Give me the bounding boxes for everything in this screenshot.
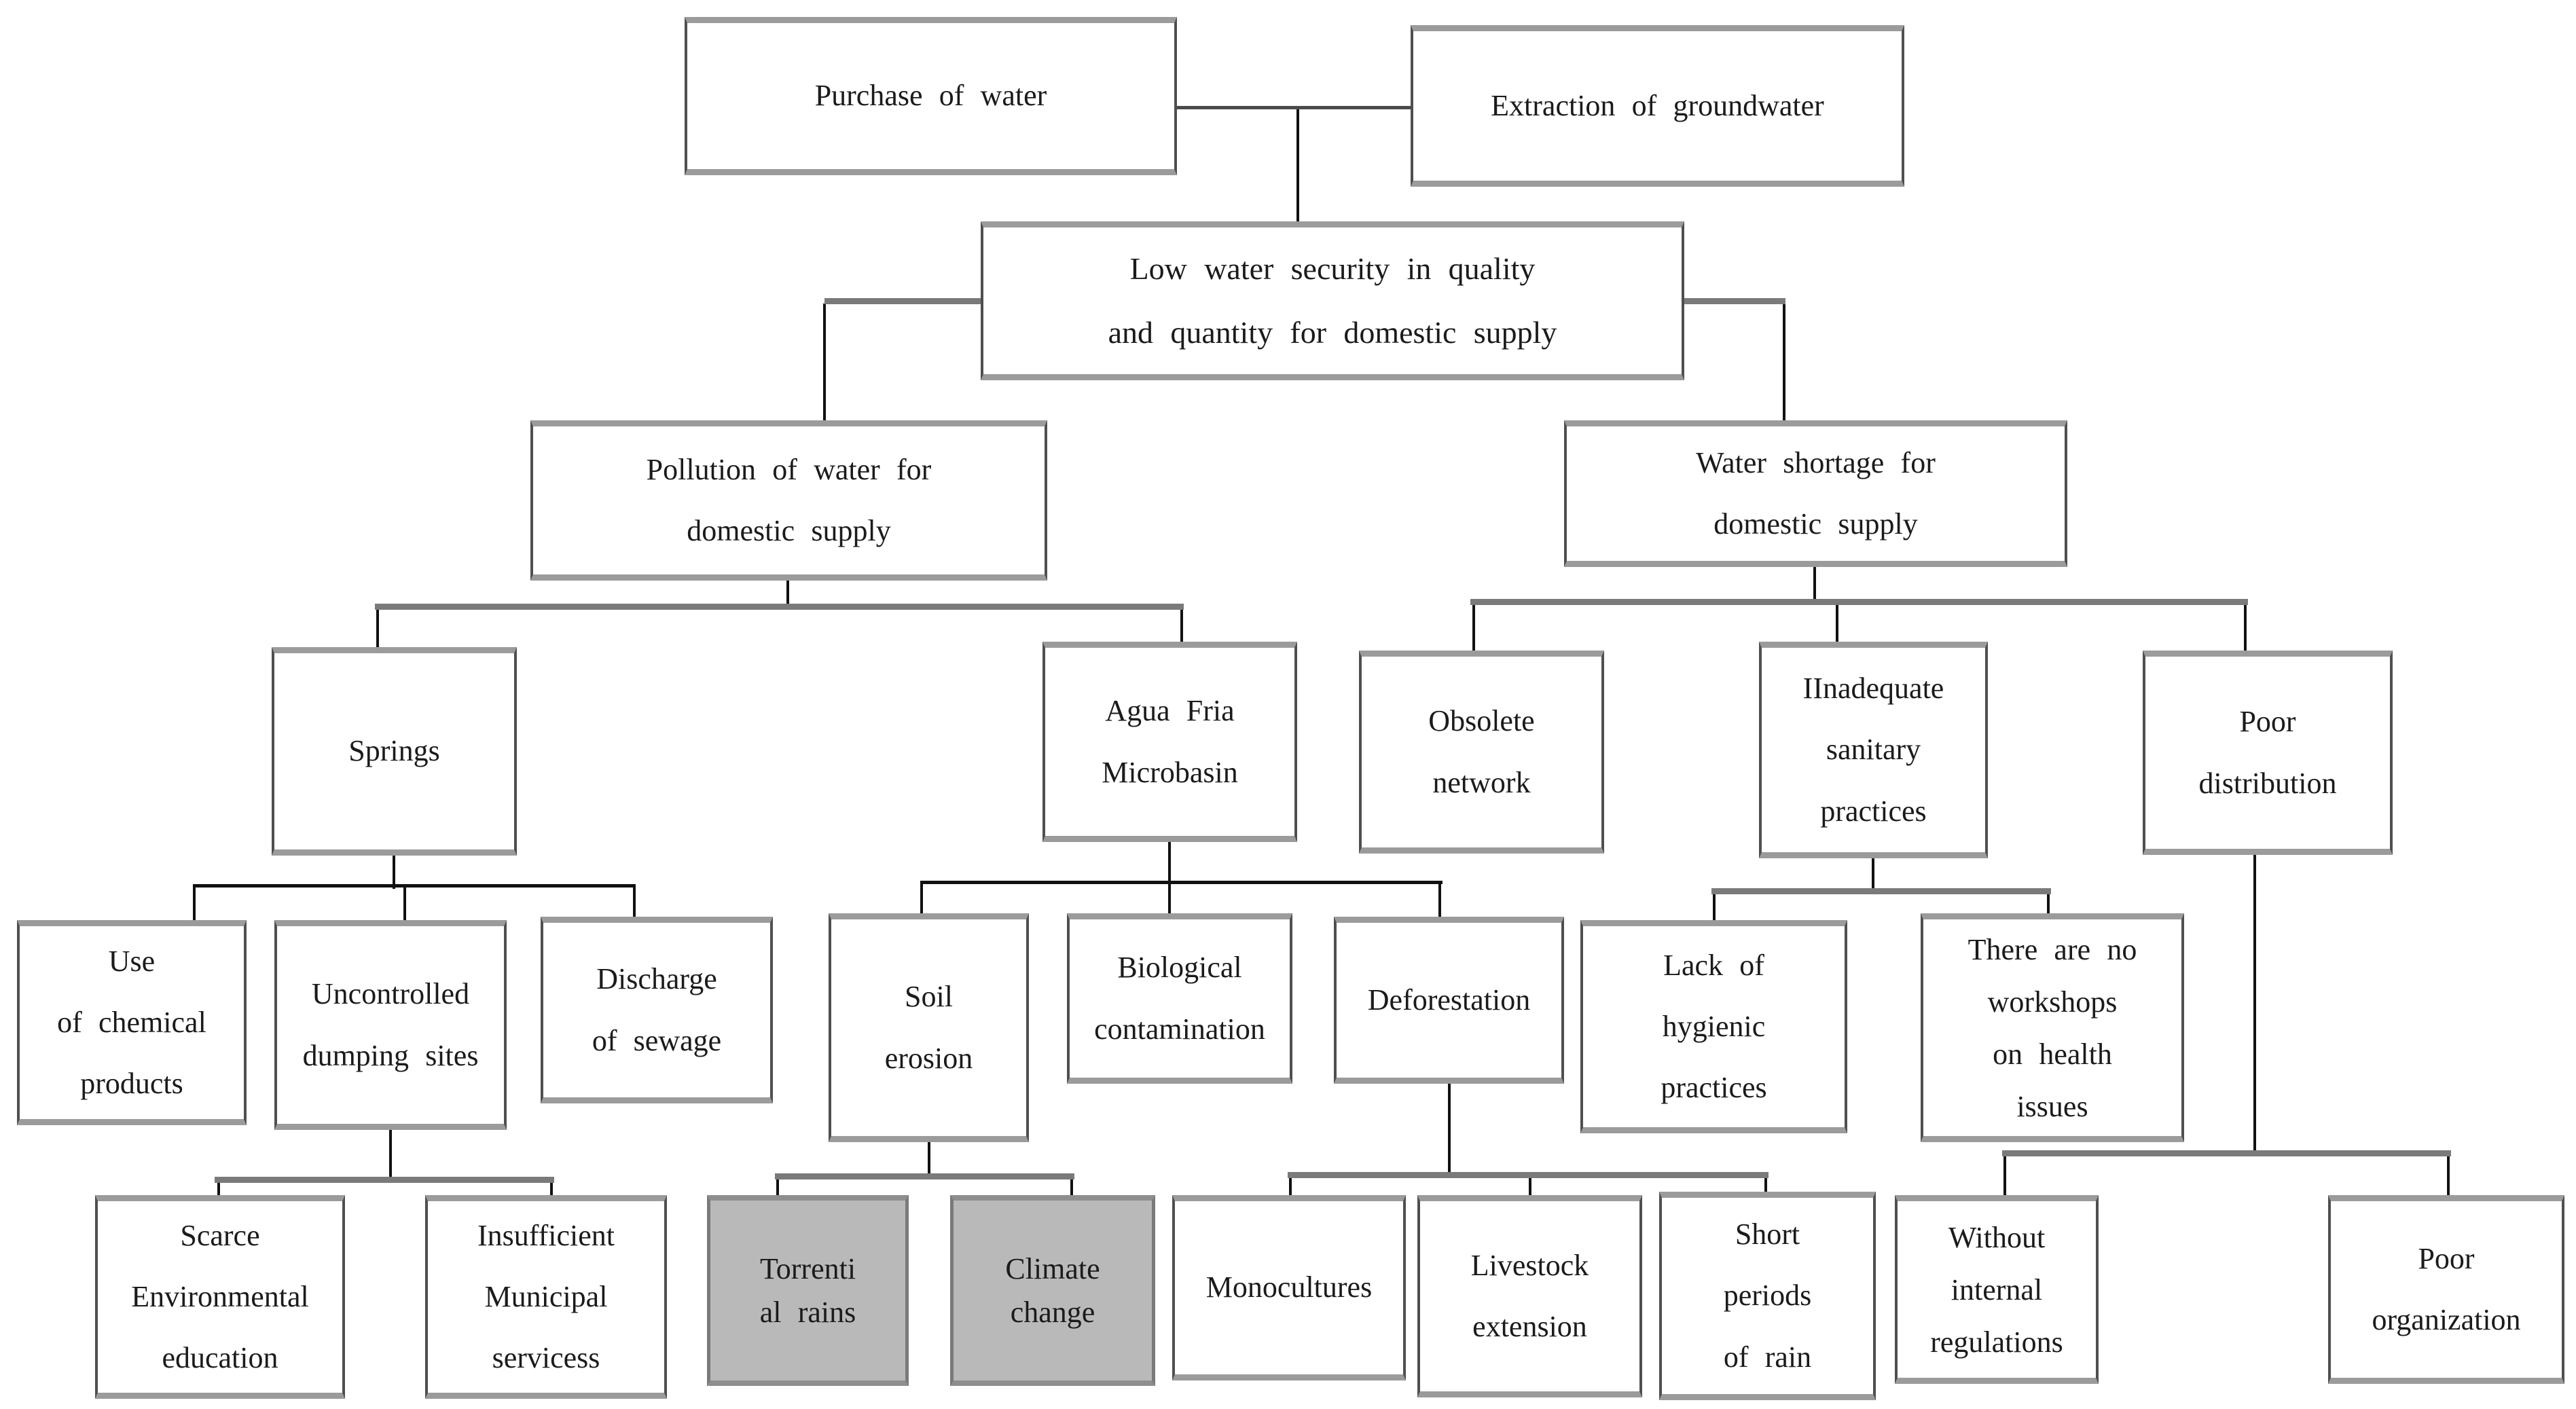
node-poor-organization: Poor organization [2328,1195,2564,1384]
connector-hbar [215,1177,554,1183]
connector-vline [1529,1175,1531,1195]
connector-vline [928,1142,930,1179]
node-biological-contamination: Biological contamination [1067,913,1292,1084]
node-inadequate-sanitary-practices: IInadequate sanitary practices [1759,642,1988,858]
node-label: Springs [348,734,440,768]
node-label: Agua Fria Microbasin [1102,694,1238,789]
connector-vline [633,886,636,917]
node-label: Poor organization [2372,1241,2521,1336]
node-pollution-of-water: Pollution of water for domestic supply [530,420,1047,581]
connector-vline [376,606,379,647]
connector-vline [1448,1084,1451,1177]
node-label: Climate change [1005,1251,1100,1329]
node-no-workshops-on-health-issues: There are no workshops on health issues [1921,913,2184,1142]
connector-vline [2447,1153,2450,1195]
connector-vline [1764,1175,1767,1192]
node-label: Pollution of water for domestic supply [646,452,932,547]
node-label: Scarce Environmental education [131,1218,309,1375]
connector-vline [2253,855,2256,1156]
node-label: There are no workshops on health issues [1967,932,2137,1123]
node-use-of-chemical-products: Use of chemical products [17,920,247,1125]
connector-vline [393,856,395,889]
connector-hbar [375,604,1184,610]
node-purchase-of-water: Purchase of water [685,17,1177,175]
connector-hbar [2002,1150,2451,1156]
connector-hbar [1470,599,2248,605]
connector-hbar [824,298,981,304]
node-label: Lack of hygienic practices [1661,948,1767,1105]
connector-vline [786,581,789,609]
node-lack-of-hygienic-practices: Lack of hygienic practices [1580,920,1847,1133]
node-deforestation: Deforestation [1334,917,1564,1084]
node-label: Insufficient Municipal servicess [477,1218,615,1375]
node-label: Soil erosion [884,980,973,1075]
node-label: Without internal regulations [1930,1220,2063,1359]
node-uncontrolled-dumping-sites: Uncontrolled dumping sites [274,920,507,1130]
node-label: Biological contamination [1094,951,1265,1046]
node-label: Obsolete network [1428,704,1535,799]
node-insufficient-municipal-services: Insufficient Municipal servicess [425,1195,667,1399]
connector-hbar [920,881,1443,884]
connector-hbar [775,1173,1074,1179]
node-label: Short periods of rain [1723,1218,1812,1374]
connector-vline [1713,891,1716,920]
node-label: Discharge of sewage [592,962,722,1057]
node-climate-change: Climate change [950,1195,1155,1386]
node-label: Low water security in quality and quanti… [1108,251,1557,350]
connector-hbar [1711,888,2051,894]
connector-hbar [1684,298,1785,304]
node-monocultures: Monocultures [1172,1195,1406,1380]
node-torrential-rains: Torrenti al rains [707,1195,909,1386]
connector-vline [1168,842,1171,913]
node-label: Use of chemical products [57,944,206,1101]
node-low-water-security: Low water security in quality and quanti… [981,221,1684,380]
connector-vline [2244,602,2247,651]
connector-vline [920,883,923,913]
connector-vline [1472,602,1475,651]
node-livestock-extension: Livestock extension [1417,1195,1642,1397]
connector-vline [2047,891,2050,913]
node-without-internal-regulations: Without internal regulations [1895,1195,2099,1384]
connector-hbar [193,884,636,888]
node-label: Water shortage for domestic supply [1696,445,1936,541]
node-label: Torrenti al rains [759,1251,856,1329]
node-label: Extraction of groundwater [1491,88,1824,122]
connector-vline [1438,883,1441,917]
node-discharge-of-sewage: Discharge of sewage [541,917,773,1103]
connector-vline [1289,1175,1292,1195]
connector-vline [1783,304,1785,420]
node-label: Deforestation [1367,983,1531,1017]
node-soil-erosion: Soil erosion [829,913,1029,1142]
connector-vline [193,886,196,920]
connector-vline [217,1179,220,1195]
node-label: IInadequate sanitary practices [1802,672,1944,828]
connector-hbar [1288,1172,1768,1178]
connector-vline [823,304,826,420]
connector-vline [389,1130,392,1182]
node-label: Monocultures [1205,1270,1373,1304]
connector-vline [550,1179,553,1195]
connector-vline [1070,1176,1073,1195]
connector-vline [1296,107,1299,221]
node-poor-distribution: Poor distribution [2143,651,2393,855]
node-springs: Springs [272,647,517,856]
node-agua-fria-microbasin: Agua Fria Microbasin [1042,642,1297,842]
node-label: Livestock extension [1470,1248,1589,1343]
connector-vline [776,1176,779,1195]
node-label: Poor distribution [2198,705,2337,800]
connector-vline [1180,606,1183,642]
node-label: Purchase of water [814,79,1047,113]
connector-vline [403,886,406,920]
node-scarce-environmental-education: Scarce Environmental education [95,1195,345,1399]
connector-vline [1813,567,1816,604]
node-short-periods-of-rain: Short periods of rain [1659,1192,1876,1400]
node-obsolete-network: Obsolete network [1359,651,1604,854]
connector-vline [1836,602,1838,642]
connector-hbar [1177,106,1411,109]
node-extraction-of-groundwater: Extraction of groundwater [1411,25,1904,187]
node-water-shortage: Water shortage for domestic supply [1564,420,2067,567]
connector-vline [1872,858,1874,894]
node-label: Uncontrolled dumping sites [302,977,479,1072]
connector-vline [2003,1153,2006,1195]
